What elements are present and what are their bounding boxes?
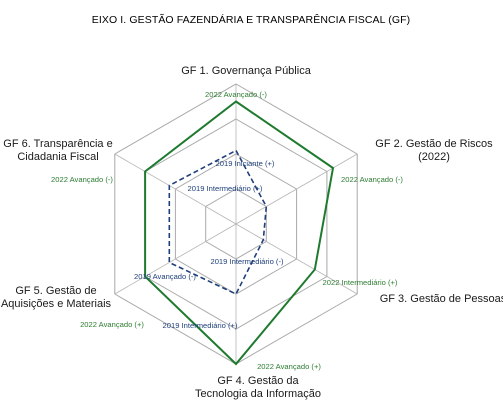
axis-labels: GF 1. Governança Pública GF 2. Gestão de …	[1, 65, 503, 400]
axis-label-gf4-line-2: Tecnologia da Informação	[195, 388, 321, 400]
axis-label-gf3: GF 3. Gestão de Pessoas	[380, 293, 503, 305]
axis-label-gf1: GF 1. Governança Pública	[181, 65, 312, 77]
annotation-10: 2019 Intermediário (+)	[163, 321, 238, 330]
annotation-1: 2022 Avançado (-)	[205, 90, 267, 99]
grid-spoke-2	[235, 153, 358, 225]
grid-spoke-3	[235, 223, 358, 295]
radar-series	[144, 100, 335, 366]
annotation-7: 2022 Intermediário (+)	[323, 278, 398, 287]
annotations: 2022 Avançado (-) 2022 Avançado (-) 2022 A…	[51, 90, 403, 371]
axis-label-gf4-line-1: GF 4. Gestão da	[217, 375, 299, 387]
axis-label-gf6-line-2: Cidadania Fiscal	[17, 151, 98, 163]
annotation-2: 2022 Avançado (-)	[51, 175, 113, 184]
axis-label-gf1-line-1: GF 1. Governança Pública	[181, 65, 312, 77]
axis-label-gf3-line-1: GF 3. Gestão de Pessoas	[380, 293, 503, 305]
radar-grid	[114, 83, 358, 365]
annotation-8: 2019 Avançado (-)	[134, 272, 196, 281]
annotation-9: 2022 Avançado (+)	[80, 320, 144, 329]
grid-spoke-6	[114, 153, 237, 225]
grid-spoke-5	[114, 223, 237, 295]
axis-label-gf5-line-1: GF 5. Gestão de	[15, 285, 96, 297]
annotation-4: 2019 Iniciante (+)	[216, 159, 275, 168]
annotation-6: 2019 Intermediário (-)	[210, 257, 283, 266]
axis-label-gf6-line-1: GF 6. Transparência e	[3, 138, 112, 150]
axis-label-gf5-line-2: Aquisições e Materiais	[1, 298, 112, 310]
chart-title: EIXO I. GESTÃO FAZENDÁRIA E TRANSPARÊNCI…	[92, 13, 410, 26]
annotation-3: 2022 Avançado (-)	[341, 175, 403, 184]
axis-label-gf2: GF 2. Gestão de Riscos(2022)	[375, 138, 493, 163]
axis-label-gf2-line-2: (2022)	[418, 151, 450, 163]
axis-label-gf2-line-1: GF 2. Gestão de Riscos	[375, 138, 493, 150]
annotation-11: 2022 Avançado (+)	[257, 362, 321, 371]
annotation-5: 2019 Intermediário (+)	[188, 184, 263, 193]
